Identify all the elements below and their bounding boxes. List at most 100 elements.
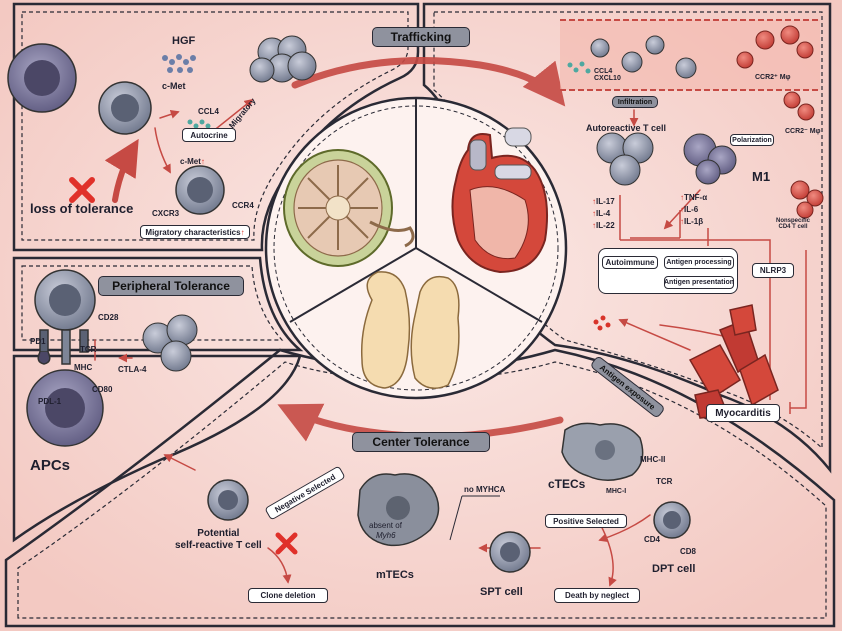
inhibition-lines	[619, 195, 807, 414]
m1-macrophage-cluster	[683, 133, 737, 185]
label-ccr4: CCR4	[232, 201, 254, 210]
label-myh6: Myh6	[376, 531, 396, 540]
label-ccl4: CCL4	[198, 107, 219, 116]
label-autoreactive-t-cell: Autoreactive T cell	[586, 123, 667, 133]
box-positive-selected: Positive Selected	[545, 514, 627, 528]
migrating-cell-cluster	[249, 35, 317, 83]
nonspecific-cd4-cells	[790, 180, 824, 219]
label-ctecs: cTECs	[548, 477, 586, 491]
t-cell-top-left	[98, 81, 152, 135]
label-il22: ↑IL-22	[592, 222, 615, 230]
label-il17: ↑IL-17	[592, 198, 615, 206]
antigen-dots	[593, 315, 611, 331]
il6-text: IL-6	[684, 205, 699, 214]
box-nlrp3: NLRP3	[752, 263, 794, 278]
label-no-myhca: no MYHCA	[464, 485, 506, 494]
up-arrow-icon: ↑	[592, 209, 596, 218]
vessel-chemokine-dots	[567, 61, 591, 74]
label-tnf-alpha: ↑TNF-α	[680, 194, 707, 202]
up-arrow-icon: ↑	[200, 157, 205, 166]
label-hgf: HGF	[172, 35, 196, 47]
label-il1b: ↑IL-1β	[680, 218, 703, 226]
label-apcs: APCs	[30, 457, 71, 474]
label-mhc-i: MHC-I	[606, 488, 627, 495]
box-antigen-processing: Antigen processing	[664, 256, 734, 269]
dpt-cell	[653, 501, 691, 539]
myhca-pointer	[449, 495, 500, 541]
label-ccr2-pos: CCR2⁺ Mφ	[755, 74, 791, 81]
label-mtecs: mTECs	[376, 569, 414, 581]
label-c-met-up-text: c-Met	[180, 157, 201, 166]
label-nonspecific-cd4: Nonspecific CD4 T cell	[776, 218, 811, 230]
up-arrow-icon: ↑	[680, 193, 684, 202]
hgf-dots	[162, 54, 196, 73]
potential-self-reactive-cell	[207, 479, 249, 521]
label-pdl1: PDL-1	[38, 397, 62, 406]
label-dpt-cell: DPT cell	[652, 563, 696, 575]
label-il4: ↑IL-4	[592, 210, 610, 218]
tnf-alpha-text: TNF-α	[684, 193, 708, 202]
loss-of-tolerance-cross	[69, 177, 95, 203]
label-ctla4: CTLA-4	[118, 365, 147, 374]
heading-center-tolerance: Center Tolerance	[352, 432, 490, 452]
up-arrow-icon: ↑	[680, 205, 684, 214]
peripheral-t-cell	[34, 269, 96, 331]
label-c-met: c-Met	[162, 81, 186, 91]
t-cell-cxcr3	[175, 165, 225, 215]
ccl4-dots	[187, 119, 211, 129]
label-center-tcr: TCR	[656, 477, 673, 486]
il17-text: IL-17	[596, 197, 615, 206]
thymus-illustration	[360, 271, 460, 389]
il1b-text: IL-1β	[684, 217, 704, 226]
box-myocarditis: Myocarditis	[706, 404, 780, 422]
up-arrow-icon: ↑	[592, 197, 596, 206]
peripheral-receptors	[37, 329, 89, 365]
tag-infiltration: Infiltration	[612, 96, 658, 108]
label-cd80: CD80	[92, 385, 113, 394]
box-polarization: Polarization	[730, 134, 774, 146]
box-autoimmune: Autoimmune	[602, 256, 658, 269]
label-mhc-ii: MHC-II	[640, 455, 666, 464]
autoreactive-t-cell-cluster	[596, 132, 654, 186]
heading-trafficking: Trafficking	[372, 27, 470, 47]
label-loss-of-tolerance: loss of tolerance	[30, 201, 134, 216]
box-antigen-presentation: Antigen presentation	[664, 276, 734, 289]
up-arrow-icon: ↑	[592, 221, 596, 230]
label-m1: M1	[752, 169, 771, 184]
label-pd1: PD1	[30, 337, 46, 346]
lymph-node-illustration	[283, 149, 415, 267]
ccr2-macrophages	[736, 25, 815, 121]
heart-illustration	[451, 127, 548, 274]
label-c-met-up: c-Met↑	[180, 158, 205, 166]
ctec-cell	[561, 422, 644, 481]
label-ccr2-neg: CCR2⁻ Mφ	[785, 128, 821, 135]
label-il6: ↑IL-6	[680, 206, 698, 214]
clone-deletion-cross	[275, 532, 298, 555]
label-ccl4-cxcl10: CCL4 CXCL10	[594, 68, 621, 82]
label-cd28: CD28	[98, 313, 119, 322]
label-cxcr3: CXCR3	[152, 209, 180, 218]
ctla4-cells	[142, 314, 198, 372]
box-autocrine: Autocrine	[182, 128, 236, 142]
label-cd8: CD8	[680, 547, 697, 556]
il4-text: IL-4	[596, 209, 611, 218]
vessel-t-cells	[590, 35, 697, 79]
up-arrow-icon: ↑	[680, 217, 684, 226]
up-arrow-icon: ↑	[240, 227, 245, 237]
label-potential-self-reactive: Potential self-reactive T cell	[175, 528, 262, 551]
apc-top-left	[7, 43, 77, 113]
box-death-by-neglect: Death by neglect	[554, 588, 640, 603]
peripheral-apc	[26, 369, 104, 447]
label-absent-of: absent of	[369, 521, 402, 530]
migratory-characteristics-text: Migratory characteristics	[145, 227, 241, 237]
box-migratory-characteristics: Migratory characteristics↑	[140, 225, 250, 239]
box-clone-deletion: Clone deletion	[248, 588, 328, 603]
mtec-cell	[357, 473, 440, 547]
label-cd4: CD4	[644, 535, 661, 544]
heading-peripheral-tolerance: Peripheral Tolerance	[98, 276, 244, 296]
label-spt-cell: SPT cell	[480, 586, 523, 598]
il22-text: IL-22	[596, 221, 615, 230]
spt-cell	[489, 531, 531, 573]
label-mhc: MHC	[74, 363, 93, 372]
